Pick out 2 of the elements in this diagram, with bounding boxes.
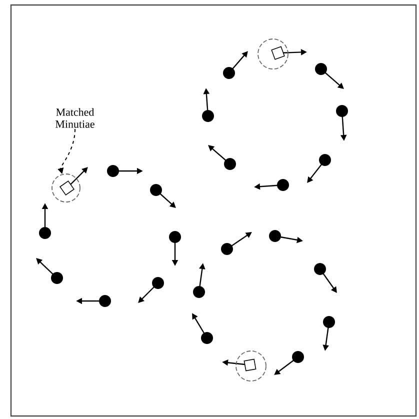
callout-text: Matched Minutiae — [56, 108, 94, 128]
dashed-ring — [52, 174, 80, 202]
